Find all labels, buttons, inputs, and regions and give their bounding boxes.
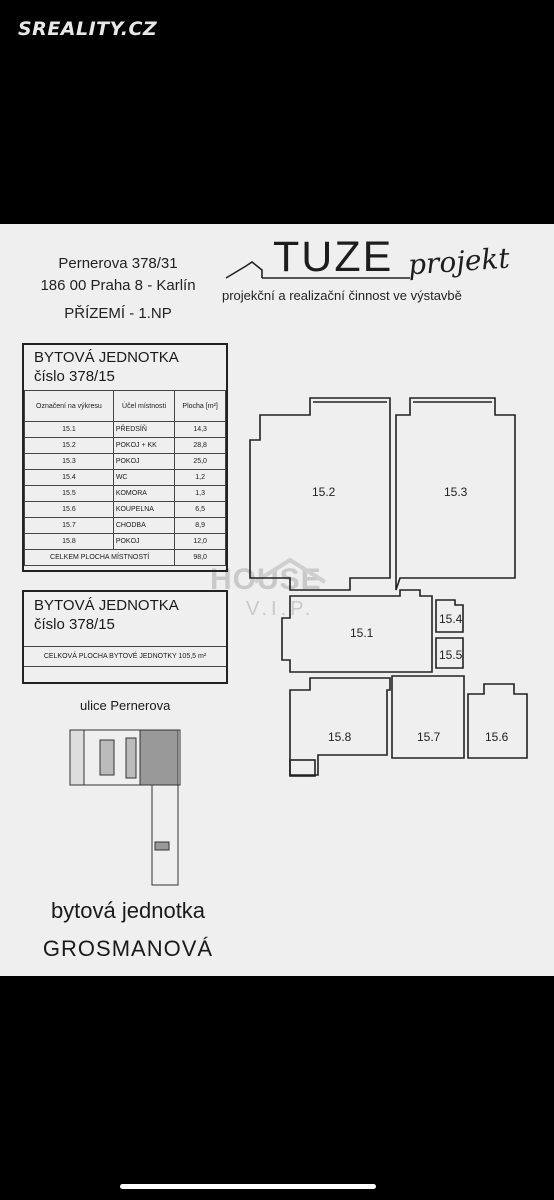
room-label-15-3: 15.3 xyxy=(444,485,468,499)
col-header-area: Plocha [m²] xyxy=(174,390,226,422)
room-table-grid: Označení na výkresu Účel místnosti Ploch… xyxy=(23,390,226,566)
room-15-8 xyxy=(289,677,391,777)
home-indicator[interactable] xyxy=(120,1184,376,1189)
room-15-7 xyxy=(391,675,465,759)
room-table: BYTOVÁ JEDNOTKA číslo 378/15 Označení na… xyxy=(22,343,228,572)
room-15-3 xyxy=(395,397,516,591)
col-header-name: Účel místnosti xyxy=(112,390,176,422)
brand-name: TUZE xyxy=(273,233,394,281)
room-label-15-5: 15.5 xyxy=(439,648,463,662)
floor-plan-sheet xyxy=(0,224,554,976)
unit-total-area: CELKOVÁ PLOCHA BYTOVÉ JEDNOTKY 105,5 m² xyxy=(24,646,226,667)
watermark-vip: V.I.P. xyxy=(246,598,315,620)
room-label-15-7: 15.7 xyxy=(417,730,441,744)
room-label-15-1: 15.1 xyxy=(350,626,374,640)
floor-level: PŘÍZEMÍ - 1.NP xyxy=(64,305,172,322)
street-label: ulice Pernerova xyxy=(80,698,171,713)
unit-owner-line-1: bytová jednotka xyxy=(50,898,206,923)
room-15-1 xyxy=(281,589,433,673)
room-table-title: BYTOVÁ JEDNOTKA číslo 378/15 xyxy=(34,349,179,385)
brand-house-icon xyxy=(225,261,410,279)
site-plan xyxy=(69,729,181,886)
room-15-6 xyxy=(467,683,528,759)
unit-owner-line-2: GROSMANOVÁ xyxy=(42,936,214,961)
watermark-roof xyxy=(253,557,327,584)
address-line-1: Pernerova 378/31 xyxy=(58,255,178,272)
room-15-4 xyxy=(435,599,464,633)
brand-subtitle: projekční a realizační činnost ve výstav… xyxy=(222,288,462,303)
room-15-5 xyxy=(435,637,464,669)
unit-total-box: BYTOVÁ JEDNOTKA číslo 378/15 CELKOVÁ PLO… xyxy=(22,590,228,684)
address-line-2: 186 00 Praha 8 - Karlín xyxy=(40,277,196,294)
room-label-15-4: 15.4 xyxy=(439,612,463,626)
room-label-15-8: 15.8 xyxy=(328,730,352,744)
room-label-15-2: 15.2 xyxy=(312,485,336,499)
room-15-2 xyxy=(249,397,391,591)
room-label-15-6: 15.6 xyxy=(485,730,509,744)
sreality-logo[interactable]: SREALITY.CZ xyxy=(18,18,158,40)
unit-total-title: BYTOVÁ JEDNOTKA číslo 378/15 xyxy=(34,597,179,633)
